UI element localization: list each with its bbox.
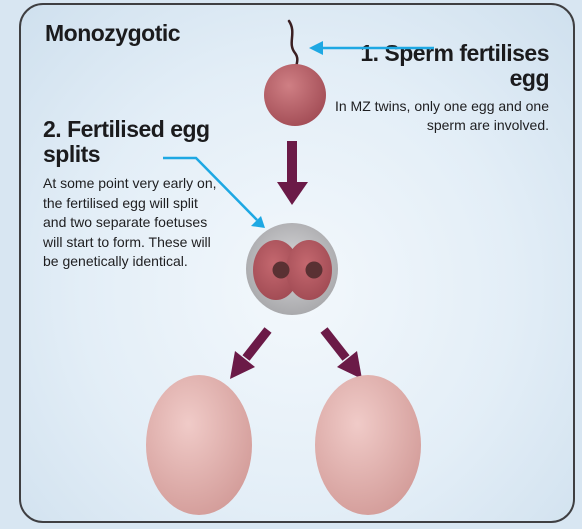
diagram-illustration: [21, 5, 575, 523]
pointer-to-sperm-head: [309, 41, 323, 55]
arrow-down-shaft: [287, 141, 297, 183]
pointer-to-split: [163, 158, 257, 220]
arrow-left-shaft: [246, 330, 268, 358]
foetus-right: [315, 375, 421, 515]
right-nucleus: [306, 262, 323, 279]
diagram-panel: Monozygotic 1. Sperm fertilises egg In M…: [19, 3, 575, 523]
arrow-right-shaft: [324, 330, 346, 358]
egg-cell: [264, 64, 326, 126]
foetus-left: [146, 375, 252, 515]
left-nucleus: [273, 262, 290, 279]
arrow-down-head: [277, 182, 308, 205]
